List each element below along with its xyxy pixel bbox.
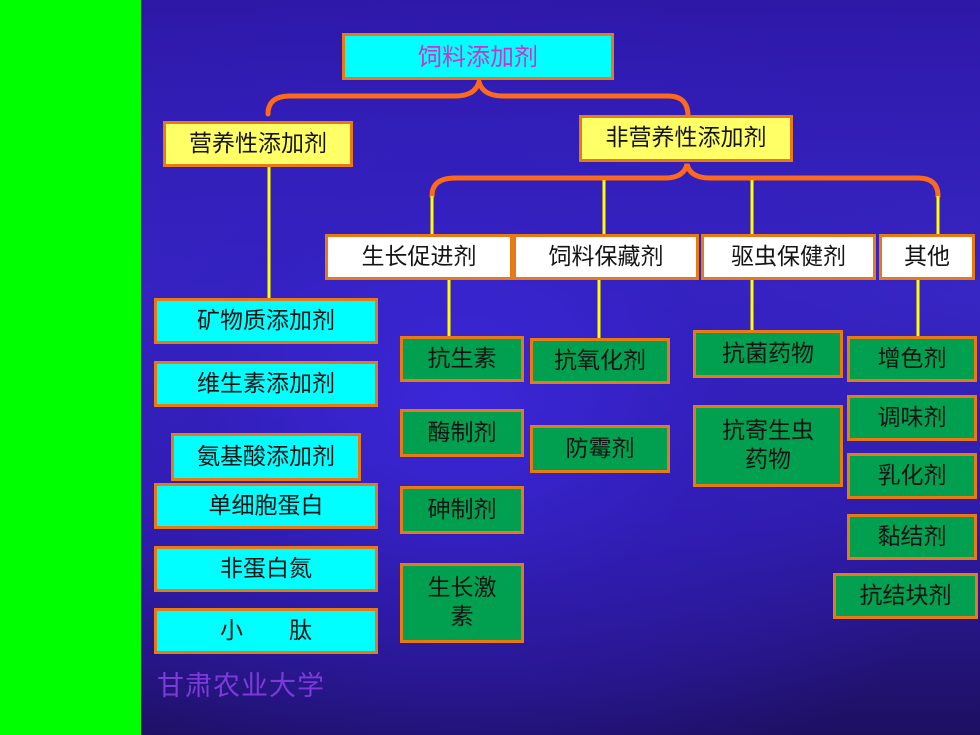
node-single-cell-protein: 单细胞蛋白 xyxy=(154,483,378,529)
node-enzyme: 酶制剂 xyxy=(400,409,524,457)
node-nutritional: 营养性添加剂 xyxy=(163,121,353,167)
node-colorant: 增色剂 xyxy=(847,336,977,382)
node-non-nutritional: 非营养性添加剂 xyxy=(579,115,793,162)
node-mineral-additive: 矿物质添加剂 xyxy=(154,298,378,344)
node-antibiotic: 抗生素 xyxy=(400,336,524,382)
node-flavoring: 调味剂 xyxy=(847,395,977,441)
node-emulsifier: 乳化剂 xyxy=(847,453,977,499)
root-node: 饲料添加剂 xyxy=(342,33,614,80)
watermark-text: 甘肃农业大学 xyxy=(157,671,325,702)
left-accent-band xyxy=(0,0,141,735)
node-vitamin-additive: 维生素添加剂 xyxy=(154,361,378,407)
node-feed-preservative: 饲料保藏剂 xyxy=(513,234,699,280)
node-non-protein-nitrogen: 非蛋白氮 xyxy=(154,546,378,592)
node-antibacterial-drug: 抗菌药物 xyxy=(693,330,843,378)
node-growth-promoter: 生长促进剂 xyxy=(325,234,513,280)
node-other: 其他 xyxy=(879,234,975,280)
node-binder: 黏结剂 xyxy=(847,514,977,560)
node-dewormer: 驱虫保健剂 xyxy=(701,234,876,280)
node-small-peptide: 小 肽 xyxy=(154,608,378,654)
node-antioxidant: 抗氧化剂 xyxy=(530,338,670,384)
node-antifungal: 防霉剂 xyxy=(530,425,670,473)
node-anticaking: 抗结块剂 xyxy=(833,573,978,619)
node-growth-hormone: 生长激 素 xyxy=(400,563,524,643)
node-arsenic: 砷制剂 xyxy=(400,486,524,534)
node-amino-acid-additive: 氨基酸添加剂 xyxy=(171,433,361,481)
node-antiparasitic-drug: 抗寄生虫 药物 xyxy=(693,405,843,487)
